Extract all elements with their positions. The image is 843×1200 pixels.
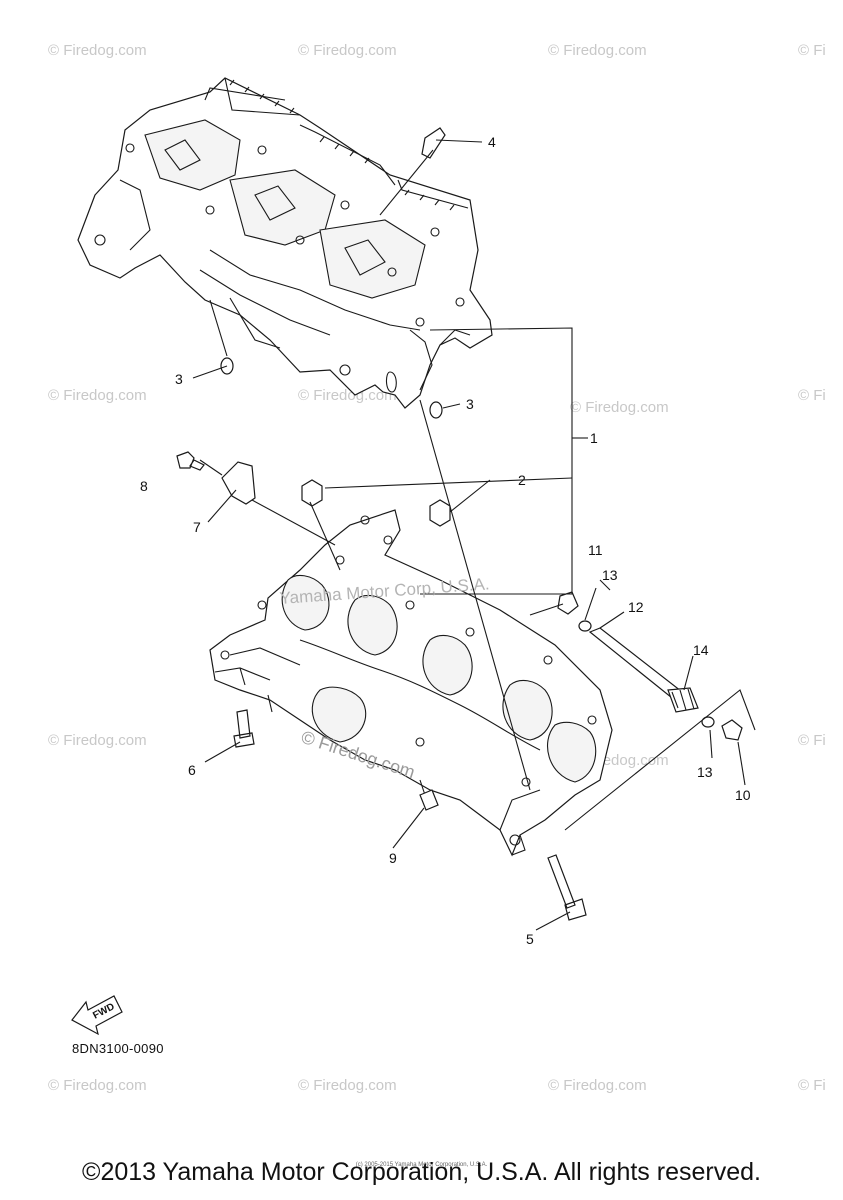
watermark: © Firedog.com [548,42,647,59]
callout-3: 3 [466,396,474,412]
watermark: © Fi [798,42,826,59]
part-9-plug [419,789,439,811]
callout-8: 8 [140,478,148,494]
callout-3: 3 [175,371,183,387]
watermark: © Fi [798,732,826,749]
part-5-bolt [547,854,587,921]
part-3-pin [429,401,443,419]
callout-13: 13 [602,567,618,583]
callout-2: 2 [518,472,526,488]
watermark: © Firedog.com [48,732,147,749]
part-2-dowel [429,499,451,527]
callout-1: 1 [590,430,598,446]
watermark-layer: © Firedog.com © Firedog.com © Firedog.co… [48,42,826,1094]
part-6-bolt [233,709,255,748]
part-8-bolt [176,451,205,471]
part-11-fitting [557,591,579,615]
watermark: © Firedog.com [298,42,397,59]
watermark: © Firedog.com [48,387,147,404]
part-13-clamp [701,716,715,728]
part-7-bracket [221,461,256,505]
diagram-part-number: 8DN3100-0090 [72,1041,164,1056]
fwd-arrow-icon: FWD [71,995,123,1036]
callout-4: 4 [488,134,496,150]
watermark: © Fi [798,1077,826,1094]
watermark: © Firedog.com [48,42,147,59]
lower-crankcase [209,509,613,857]
callout-13: 13 [697,764,713,780]
callout-10: 10 [735,787,751,803]
leader-lines [192,139,756,931]
watermark: © Firedog.com [548,1077,647,1094]
tiny-copyright-notice: (c) 2005-2015 Yamaha Motor Corporation, … [355,1162,488,1168]
copyright-notice: ©2013 Yamaha Motor Corporation, U.S.A. A… [82,1158,761,1186]
callout-5: 5 [526,931,534,947]
callout-9: 9 [389,850,397,866]
watermark: © Firedog.com [48,1077,147,1094]
watermark: © Firedog.com [298,387,397,404]
upper-crankcase [77,77,493,409]
part-2-dowel [301,479,323,507]
watermark: © Firedog.com [298,1077,397,1094]
small-parts [176,127,743,921]
part-10-fitting [721,719,743,741]
part-13-clamp [578,620,592,632]
callout-7: 7 [193,519,201,535]
callout-14: 14 [693,642,709,658]
watermark: © Firedog.com [570,399,669,416]
callout-12: 12 [628,599,644,615]
part-4-dowel [421,127,446,159]
callout-6: 6 [188,762,196,778]
callout-11: 11 [588,542,603,558]
callout-numbers: 1 2 3 3 4 5 6 7 8 9 10 11 12 13 13 14 [140,134,751,947]
watermark: © Fi [798,387,826,404]
